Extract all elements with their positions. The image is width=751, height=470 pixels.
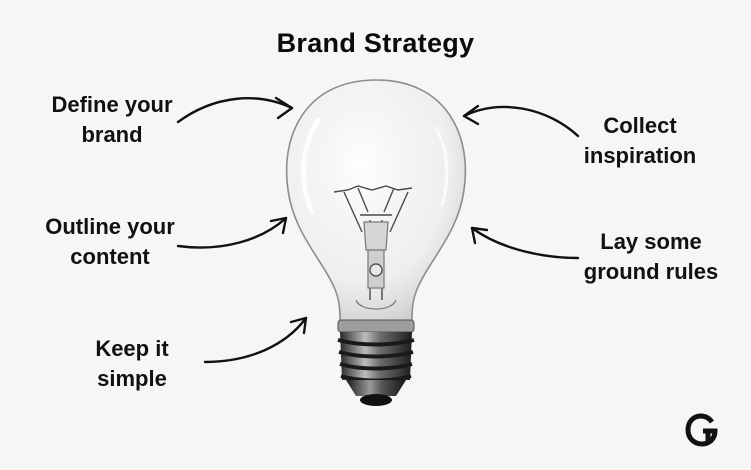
page-title: Brand Strategy — [276, 28, 475, 58]
label-line: Define your — [51, 92, 173, 117]
label-line: inspiration — [583, 143, 697, 168]
curved-arrow-icon — [203, 316, 308, 364]
label-collect-inspiration: Collect inspiration — [560, 111, 720, 171]
label-define-your-brand: Define your brand — [30, 90, 194, 150]
label-line: Keep it — [95, 336, 169, 361]
curved-arrow-icon — [176, 216, 288, 249]
curved-arrow-icon — [470, 226, 580, 260]
g-logo-icon — [685, 413, 718, 447]
label-keep-it-simple: Keep it simple — [62, 334, 202, 394]
curved-arrow-icon — [176, 96, 294, 124]
label-line: content — [70, 244, 150, 269]
label-line: Collect — [603, 113, 677, 138]
label-line: brand — [81, 122, 143, 147]
label-outline-your-content: Outline your content — [28, 212, 192, 272]
bulb-base — [337, 332, 415, 406]
curved-arrow-icon — [462, 104, 580, 138]
label-lay-some-ground-rules: Lay some ground rules — [566, 227, 736, 287]
label-line: Lay some — [600, 229, 702, 254]
label-line: Outline your — [45, 214, 175, 239]
label-line: ground rules — [583, 259, 719, 284]
label-line: simple — [97, 366, 167, 391]
